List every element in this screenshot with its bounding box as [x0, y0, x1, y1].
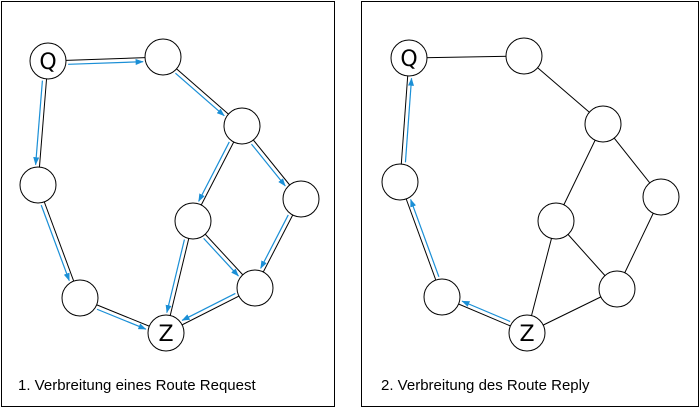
- panel-route-request: QZ 1. Verbreitung eines Route Request: [1, 1, 335, 407]
- message-arrow-D-Z: [165, 239, 186, 314]
- node-D: [537, 202, 575, 240]
- node-layer: QZ: [19, 38, 320, 352]
- edge-D-Z: [526, 220, 557, 334]
- node-A: [505, 37, 543, 75]
- node-Q: [390, 39, 428, 77]
- edge-Q-A: [408, 55, 525, 59]
- panel-caption: 2. Verbreitung des Route Reply: [381, 377, 590, 394]
- message-arrow-G-Z: [96, 308, 147, 330]
- message-arrow-Q-A: [68, 58, 144, 65]
- panel-route-reply: QZ 2. Verbreitung des Route Reply: [361, 1, 699, 407]
- edge-Q-C: [37, 60, 49, 186]
- message-arrow-E-F: [260, 214, 289, 269]
- node-A: [144, 38, 182, 76]
- node-label-Z: Z: [519, 322, 534, 347]
- node-F: [236, 269, 274, 307]
- message-layer: [404, 77, 511, 323]
- message-layer: [33, 58, 289, 330]
- node-G: [423, 278, 461, 316]
- message-arrow-G-C: [410, 198, 440, 278]
- node-B: [584, 105, 622, 143]
- node-E: [282, 180, 320, 218]
- node-label-Q: Q: [400, 47, 417, 72]
- node-F: [598, 270, 636, 308]
- node-label-Q: Q: [39, 50, 56, 75]
- edge-D-Z: [165, 220, 194, 334]
- node-C: [381, 163, 419, 201]
- message-arrow-B-E: [250, 143, 286, 187]
- message-arrow-C-G: [40, 204, 70, 282]
- message-arrow-A-B: [175, 72, 225, 117]
- node-G: [61, 279, 99, 317]
- panel-caption: 1. Verbreitung eines Route Request: [18, 377, 256, 394]
- node-Z: [147, 314, 185, 352]
- message-arrow-D-F: [203, 237, 239, 277]
- message-arrow-Q-C: [33, 80, 44, 166]
- node-Q: [29, 42, 67, 80]
- node-C: [19, 166, 57, 204]
- message-arrow-C-Q: [404, 77, 414, 163]
- node-Z: [508, 314, 546, 352]
- node-B: [223, 107, 261, 145]
- node-E: [642, 178, 680, 216]
- node-D: [174, 202, 212, 240]
- edge-C-G: [399, 181, 443, 298]
- message-arrow-B-D: [198, 141, 230, 202]
- edge-Q-C: [399, 57, 410, 183]
- edge-C-G: [37, 184, 81, 299]
- node-label-Z: Z: [158, 322, 173, 347]
- node-layer: QZ: [381, 37, 680, 352]
- edge-Q-A: [47, 56, 164, 62]
- message-arrow-F-Z: [181, 292, 236, 321]
- message-arrow-Z-G: [461, 300, 511, 323]
